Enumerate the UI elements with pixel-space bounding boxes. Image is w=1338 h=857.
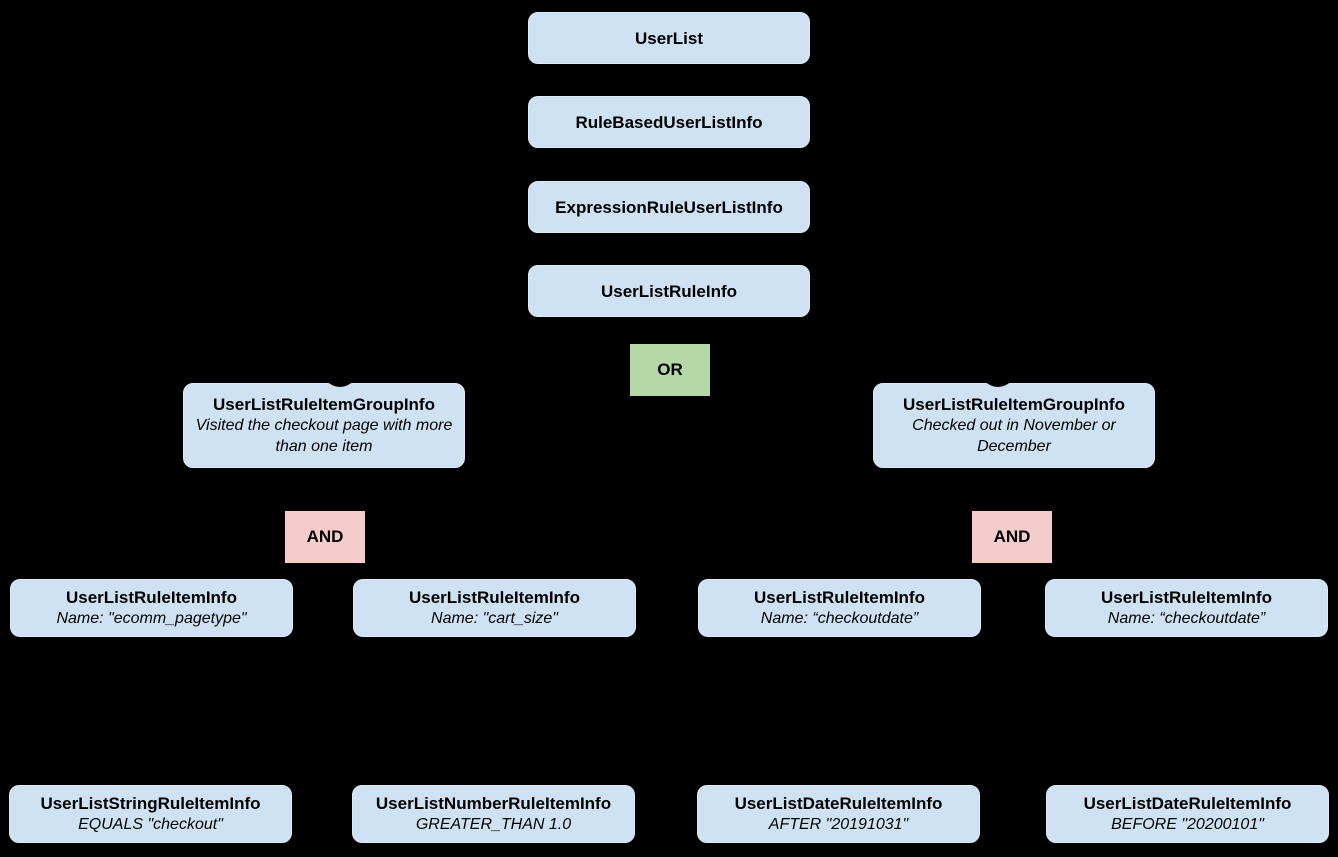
node-ruleitem-ecomm-pagetype: UserListRuleItemInfo Name: "ecomm_pagety…: [10, 579, 293, 637]
node-subtitle: Name: “checkoutdate”: [760, 610, 919, 627]
node-title: UserList: [634, 28, 704, 48]
node-subtitle: AFTER "20191031": [768, 816, 909, 833]
node-subtitle: Visited the checkout page with more than…: [195, 417, 453, 455]
node-title: UserListRuleItemGroupInfo: [213, 395, 435, 414]
node-expressionruleuserlistinfo: ExpressionRuleUserListInfo: [528, 181, 810, 233]
node-numberruleitem: UserListNumberRuleItemInfo GREATER_THAN …: [352, 785, 635, 843]
node-subtitle: Name: "cart_size": [431, 610, 558, 627]
node-title: UserListRuleItemInfo: [754, 588, 925, 607]
node-ruleitem-checkoutdate-before: UserListRuleItemInfo Name: “checkoutdate…: [1045, 579, 1328, 637]
and-operator-right: AND: [972, 511, 1052, 563]
node-dateruleitem-after: UserListDateRuleItemInfo AFTER "20191031…: [697, 785, 980, 843]
node-title: UserListStringRuleItemInfo: [40, 794, 261, 813]
node-title: UserListRuleItemGroupInfo: [903, 395, 1125, 414]
node-subtitle: GREATER_THAN 1.0: [415, 816, 572, 833]
and-label: AND: [993, 527, 1031, 546]
node-userlist: UserList: [528, 12, 810, 64]
or-label: OR: [657, 360, 683, 379]
node-title: UserListRuleItemInfo: [409, 588, 580, 607]
node-stringruleitem: UserListStringRuleItemInfo EQUALS "check…: [9, 785, 292, 843]
node-title: UserListRuleItemInfo: [66, 588, 237, 607]
node-subtitle: Name: "ecomm_pagetype": [56, 610, 247, 627]
node-subtitle: EQUALS "checkout": [78, 816, 223, 833]
node-title: RuleBasedUserListInfo: [575, 112, 763, 132]
node-title: UserListDateRuleItemInfo: [734, 794, 943, 813]
node-title: UserListDateRuleItemInfo: [1083, 794, 1292, 813]
node-subtitle: Name: “checkoutdate”: [1107, 610, 1266, 627]
node-rulebaseduserlistinfo: RuleBasedUserListInfo: [528, 96, 810, 148]
or-operator: OR: [630, 344, 710, 396]
and-operator-left: AND: [285, 511, 365, 563]
node-subtitle: BEFORE "20200101": [1111, 816, 1264, 833]
node-title: UserListNumberRuleItemInfo: [375, 794, 612, 813]
node-title: UserListRuleInfo: [600, 281, 738, 301]
node-ruleitem-cart-size: UserListRuleItemInfo Name: "cart_size": [353, 579, 636, 637]
node-title: UserListRuleItemInfo: [1101, 588, 1272, 607]
node-userlistruleinfo: UserListRuleInfo: [528, 265, 810, 317]
node-dateruleitem-before: UserListDateRuleItemInfo BEFORE "2020010…: [1046, 785, 1329, 843]
node-ruleitemgroup-right: UserListRuleItemGroupInfo Checked out in…: [873, 383, 1155, 468]
and-label: AND: [306, 527, 344, 546]
node-subtitle: Checked out in November or December: [912, 417, 1116, 455]
node-ruleitemgroup-left: UserListRuleItemGroupInfo Visited the ch…: [183, 383, 465, 468]
node-ruleitem-checkoutdate-after: UserListRuleItemInfo Name: “checkoutdate…: [698, 579, 981, 637]
node-title: ExpressionRuleUserListInfo: [555, 197, 783, 217]
